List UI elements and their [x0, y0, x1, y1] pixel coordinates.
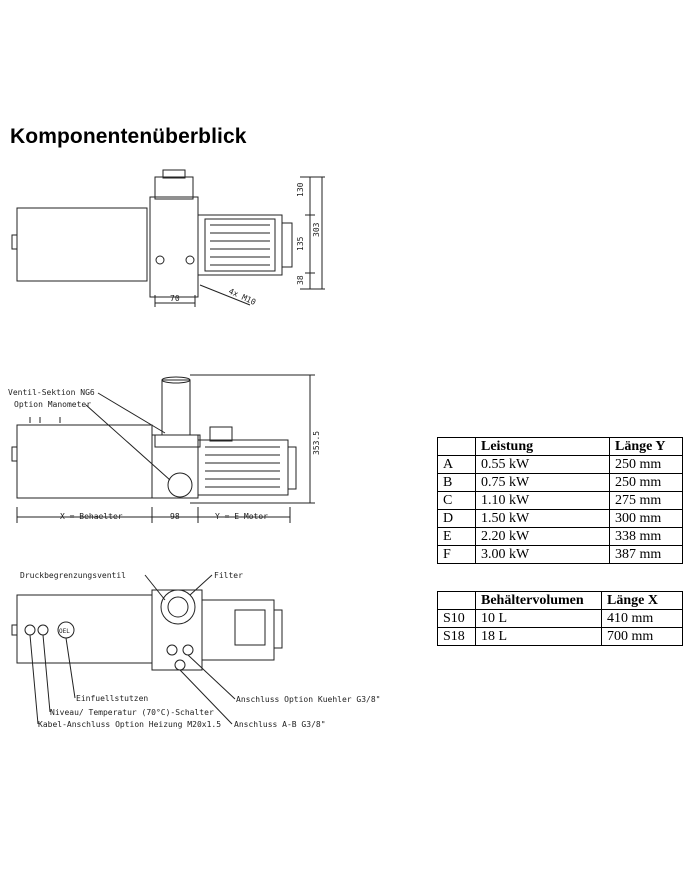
dim-y-e-motor: Y = E-Motor	[215, 512, 268, 521]
thread-label: 4x M10	[227, 287, 257, 307]
table-cell: 3.00 kW	[475, 545, 610, 564]
table-cell: 0.55 kW	[475, 455, 610, 474]
dim-98: 98	[170, 512, 180, 521]
table-cell: 338 mm	[609, 527, 683, 546]
table-cell: 18 L	[475, 627, 602, 646]
label-option-manometer: Option Manometer	[14, 400, 91, 409]
label-anschluss-ab: Anschluss A-B G3/8"	[234, 720, 326, 729]
label-anschluss-kuehler: Anschluss Option Kuehler G3/8"	[236, 695, 380, 704]
table-cell: 1.10 kW	[475, 491, 610, 510]
dim-38: 38	[296, 275, 305, 285]
label-kabel-anschluss: Kabel-Anschluss Option Heizung M20x1.5	[38, 720, 221, 729]
table-cell: F	[437, 545, 476, 564]
table-cell: 0.75 kW	[475, 473, 610, 492]
table-cell: S10	[437, 609, 476, 628]
table-header-row: Leistung Länge Y	[437, 437, 683, 456]
label-druckbegrenzungsventil: Druckbegrenzungsventil	[20, 571, 126, 580]
label-filter: Filter	[214, 571, 243, 580]
label-ventil-sektion: Ventil-Sektion NG6	[8, 388, 95, 397]
table-header-cell	[437, 437, 476, 456]
dim-70: 70	[170, 294, 180, 303]
table-cell: 387 mm	[609, 545, 683, 564]
table-cell: E	[437, 527, 476, 546]
dim-353-5: 353.5	[312, 431, 321, 455]
page-title: Komponentenüberblick	[10, 125, 247, 148]
table-header-cell	[437, 591, 476, 610]
table-cell: 250 mm	[609, 455, 683, 474]
label-einfuellstutzen: Einfuellstutzen	[76, 694, 148, 703]
technical-drawing: 130 303 135 38 70 4x M10 Ventil-Sektion …	[0, 155, 380, 750]
table-cell: 250 mm	[609, 473, 683, 492]
table-header-row: Behältervolumen Länge X	[437, 591, 683, 610]
oel-label: OEL	[59, 628, 70, 635]
table-cell: 275 mm	[609, 491, 683, 510]
table-header-cell: Länge Y	[609, 437, 683, 456]
view-top: 130 303 135 38 70 4x M10	[11, 169, 325, 307]
table-cell: 2.20 kW	[475, 527, 610, 546]
table-header-cell: Leistung	[475, 437, 610, 456]
dim-135: 135	[296, 236, 305, 251]
table-cell: 300 mm	[609, 509, 683, 528]
view-side: Ventil-Sektion NG6 Option Manometer 353.…	[8, 374, 321, 523]
table-cell: 410 mm	[601, 609, 683, 628]
table-cell: D	[437, 509, 476, 528]
table-header-cell: Länge X	[601, 591, 683, 610]
label-niveau-schalter: Niveau/ Temperatur (70°C)-Schalter	[50, 708, 214, 717]
table-cell: A	[437, 455, 476, 474]
table-cell: S18	[437, 627, 476, 646]
table-cell: C	[437, 491, 476, 510]
dim-x-behaelter: X = Behaelter	[60, 512, 123, 521]
table-cell: 700 mm	[601, 627, 683, 646]
table-cell: 10 L	[475, 609, 602, 628]
dim-130: 130	[296, 182, 305, 197]
table-cell: B	[437, 473, 476, 492]
table-cell: 1.50 kW	[475, 509, 610, 528]
dim-303: 303	[312, 222, 321, 237]
view-detail: OEL Druckbegrenzungsventil Filter Einfue…	[11, 571, 380, 729]
table-header-cell: Behältervolumen	[475, 591, 602, 610]
